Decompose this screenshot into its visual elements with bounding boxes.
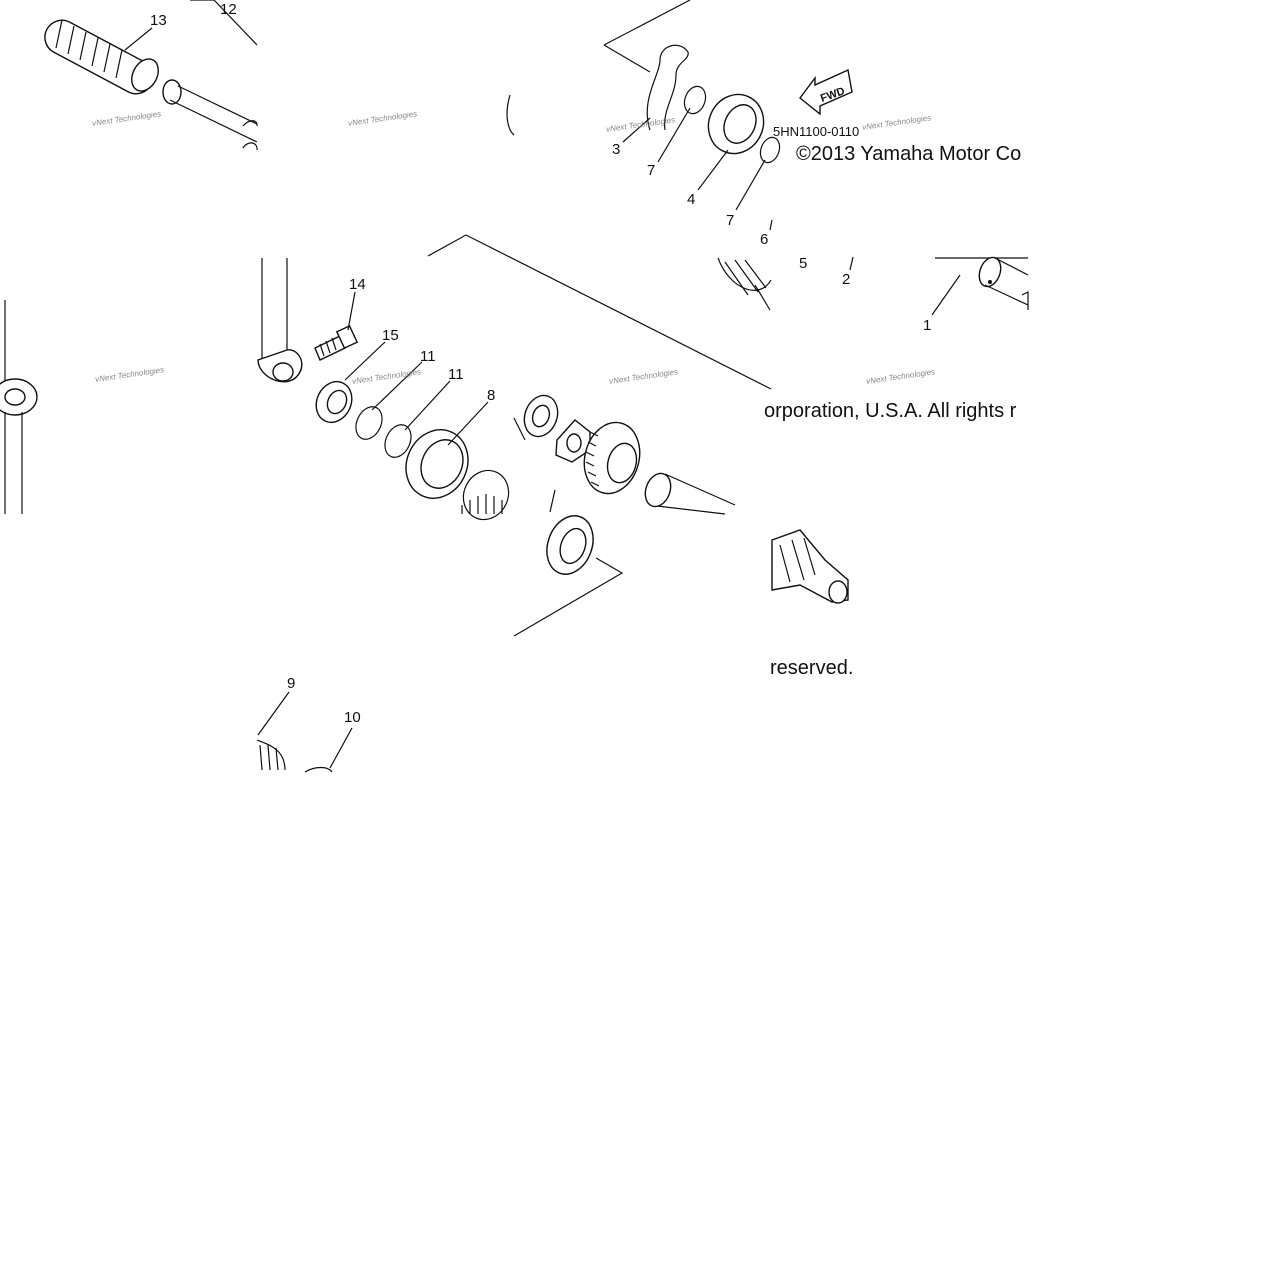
- copyright-line-3: reserved.: [770, 657, 853, 679]
- spring-9: [256, 739, 286, 771]
- watermark: vNext Technologies: [95, 365, 165, 384]
- circlip-7b: [759, 136, 781, 164]
- watermark: vNext Technologies: [606, 115, 676, 134]
- callout-4: 4: [687, 191, 695, 208]
- circlip: [355, 406, 383, 440]
- arc-fragment: [506, 94, 515, 136]
- watermark: vNext Technologies: [348, 109, 418, 128]
- leader-lines: [124, 27, 961, 769]
- circlip-7: [683, 85, 707, 115]
- watermark: vNext Technologies: [866, 367, 936, 386]
- watermark: vNext Technologies: [92, 109, 162, 128]
- callout-7a: 7: [647, 162, 655, 179]
- kick-axle: [644, 472, 736, 515]
- callout-1: 1: [923, 317, 931, 334]
- bracket-3: [603, 0, 691, 46]
- parts-group: [0, 0, 1029, 773]
- watermark: vNext Technologies: [352, 367, 422, 386]
- ratchet-wheel: [707, 93, 765, 155]
- kick-clip: [646, 44, 689, 131]
- part-10: [304, 766, 333, 773]
- callout-11b: 11: [448, 366, 464, 383]
- bracket-12: [190, 0, 258, 46]
- bracket-3b: [603, 44, 651, 73]
- kick-pedal-shaft: [162, 79, 258, 151]
- bracket-1: [427, 234, 772, 390]
- kick-spring-cover: [405, 429, 469, 499]
- watermark: vNext Technologies: [609, 367, 679, 386]
- primary-gear-shaft: [771, 529, 849, 604]
- callout-10: 10: [344, 709, 361, 726]
- bolt: [314, 324, 359, 361]
- callout-12: 12: [220, 1, 237, 18]
- callout-9: 9: [287, 675, 295, 692]
- bracket-2: [513, 557, 624, 637]
- return-spring: [717, 257, 772, 311]
- kick-shaft: [935, 256, 1029, 310]
- callout-3: 3: [612, 141, 620, 158]
- callout-11a: 11: [420, 348, 436, 365]
- copyright-line-2: orporation, U.S.A. All rights r: [764, 400, 1017, 422]
- callout-14: 14: [349, 276, 366, 293]
- circlip: [384, 424, 412, 458]
- bearing: [315, 380, 353, 424]
- fwd-arrow: [799, 68, 853, 116]
- kick-gear: [583, 421, 641, 495]
- kick-spring: [461, 469, 510, 521]
- callout-2: 2: [842, 271, 850, 288]
- callout-5: 5: [799, 255, 807, 272]
- kick-pedal-grip: [44, 19, 159, 95]
- callout-labels: 1 2 3 4 5 6 7 7 8 9 10 11 11 12 13 14 15: [150, 1, 931, 726]
- callout-13: 13: [150, 12, 167, 29]
- part-code: 5HN1100-0110: [773, 124, 859, 139]
- copyright-line-1: ©2013 Yamaha Motor Co: [796, 143, 1021, 165]
- left-fragment: [0, 300, 38, 514]
- callout-15: 15: [382, 327, 399, 344]
- callout-6: 6: [760, 231, 768, 248]
- callout-7b: 7: [726, 212, 734, 229]
- callout-8: 8: [487, 387, 495, 404]
- kick-crank-arm: [257, 258, 303, 383]
- watermark: vNext Technologies: [862, 113, 932, 132]
